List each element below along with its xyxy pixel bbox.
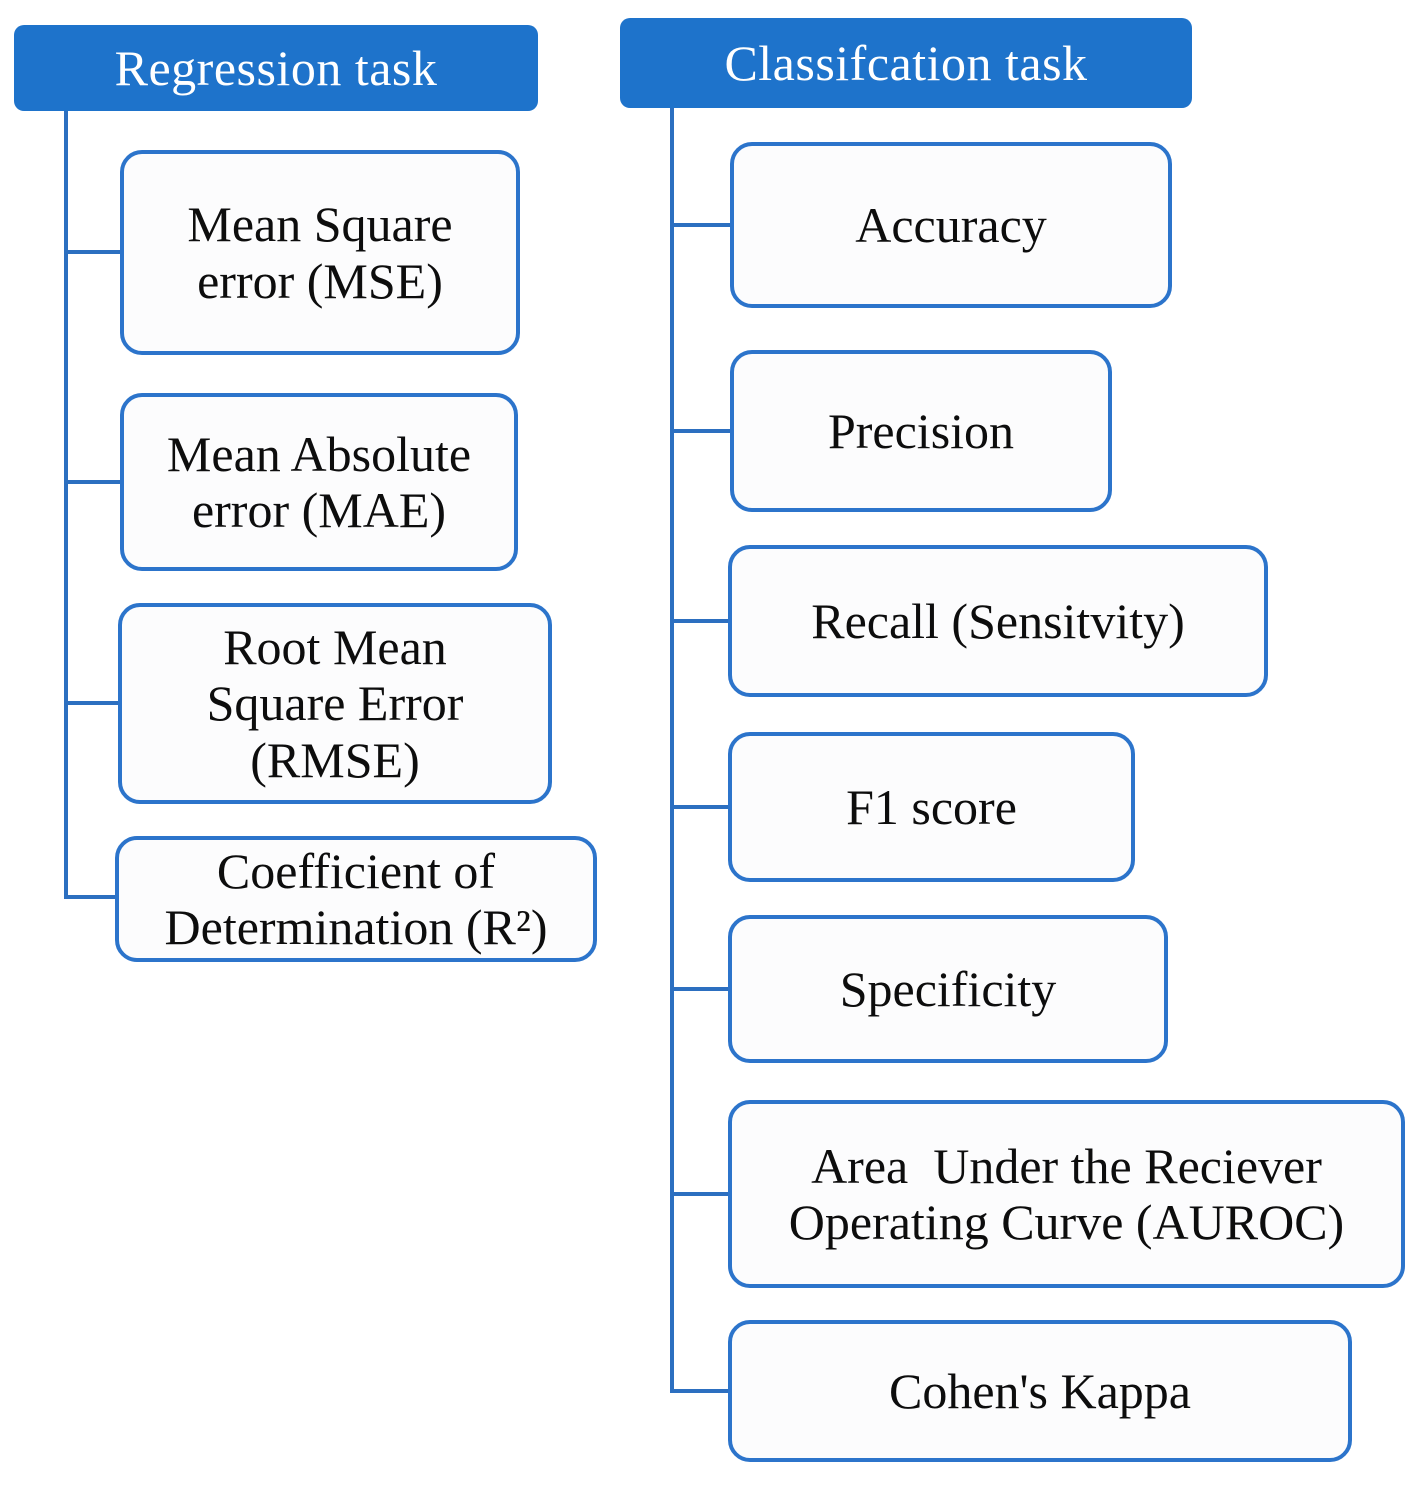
node-cohens-kappa: Cohen's Kappa xyxy=(728,1320,1352,1462)
node-mse-label: Mean Square error (MSE) xyxy=(187,196,453,309)
node-r2: Coefficient of Determination (R²) xyxy=(115,836,597,962)
regression-connector-stub-mae xyxy=(64,480,122,484)
classification-connector-stub-recall xyxy=(670,619,732,623)
node-mse: Mean Square error (MSE) xyxy=(120,150,520,355)
node-cohens-kappa-label: Cohen's Kappa xyxy=(888,1362,1191,1419)
classification-header: Classifcation task xyxy=(620,18,1192,108)
classification-connector-stub-specificity xyxy=(670,987,732,991)
node-rmse-label: Root Mean Square Error (RMSE) xyxy=(206,618,464,788)
node-specificity: Specificity xyxy=(728,915,1168,1063)
node-auroc: Area Under the Reciever Operating Curve … xyxy=(728,1100,1405,1288)
node-specificity-label: Specificity xyxy=(839,960,1057,1017)
node-precision-label: Precision xyxy=(827,402,1015,459)
node-mae-label: Mean Absolute error (MAE) xyxy=(166,425,472,539)
node-accuracy: Accuracy xyxy=(730,142,1172,308)
classification-connector-trunk xyxy=(670,108,674,1393)
node-r2-label: Coefficient of Determination (R²) xyxy=(164,842,548,956)
node-accuracy-label: Accuracy xyxy=(855,196,1047,253)
node-recall: Recall (Sensitvity) xyxy=(728,545,1268,697)
regression-connector-stub-mse xyxy=(64,250,122,254)
node-f1-score: F1 score xyxy=(728,732,1135,882)
regression-connector-trunk xyxy=(64,111,68,899)
classification-connector-stub-precision xyxy=(670,429,732,433)
classification-connector-stub-f1 xyxy=(670,805,732,809)
node-f1-score-label: F1 score xyxy=(846,778,1017,835)
classification-connector-stub-auroc xyxy=(670,1192,732,1196)
node-recall-label: Recall (Sensitvity) xyxy=(811,592,1185,649)
node-auroc-label: Area Under the Reciever Operating Curve … xyxy=(788,1137,1345,1251)
regression-connector-stub-r2 xyxy=(64,895,118,899)
node-precision: Precision xyxy=(730,350,1112,512)
classification-connector-stub-accuracy xyxy=(670,223,732,227)
node-rmse: Root Mean Square Error (RMSE) xyxy=(118,603,552,804)
node-mae: Mean Absolute error (MAE) xyxy=(120,393,518,571)
classification-connector-stub-kappa xyxy=(670,1389,732,1393)
classification-header-label: Classifcation task xyxy=(724,35,1088,91)
regression-header: Regression task xyxy=(14,25,538,111)
regression-connector-stub-rmse xyxy=(64,701,122,705)
regression-header-label: Regression task xyxy=(114,40,438,96)
